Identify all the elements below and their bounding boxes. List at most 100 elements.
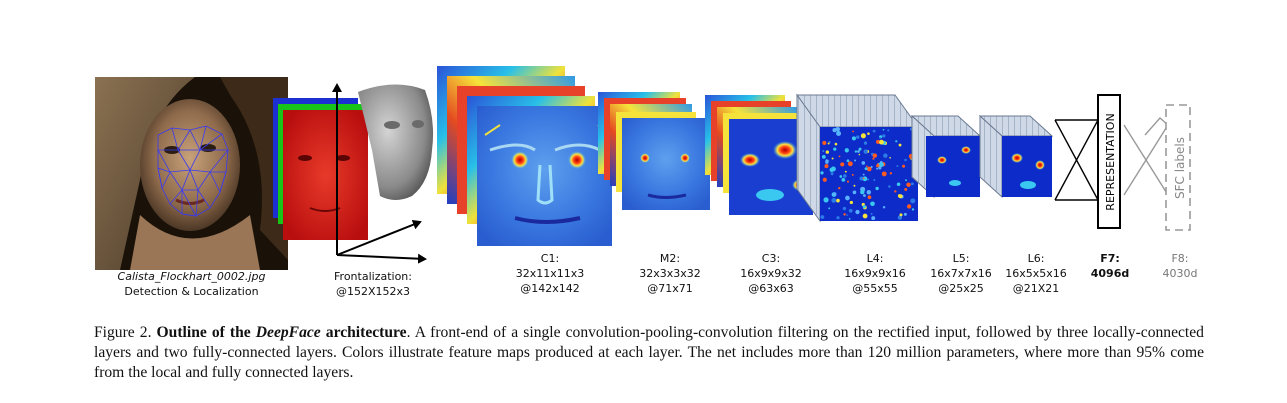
l4-activation-speck: [840, 162, 845, 167]
l4-activation-speck: [828, 140, 831, 144]
frontalization-axes: [332, 83, 427, 264]
l4-activation-speck: [846, 159, 850, 163]
l6-feature-maps: [978, 114, 1054, 199]
l4-activation-speck: [881, 171, 887, 177]
l4-activation-speck: [910, 182, 914, 186]
input-photo: [95, 77, 288, 270]
l4-activation-speck: [831, 157, 834, 160]
l4-activation-speck: [853, 184, 856, 187]
l4-activation-speck: [842, 174, 847, 178]
l4-activation-speck: [866, 165, 868, 168]
l4-activation-speck: [858, 147, 862, 151]
frontalization-title: Frontalization:: [334, 270, 412, 283]
figure-caption: Figure 2. Outline of the DeepFace archit…: [94, 323, 1204, 383]
l4-activation-speck: [822, 150, 825, 153]
layer-label-f7: F7: 4096d: [1080, 251, 1140, 281]
layer-label-l5: L5: 16x7x7x16 @25x25: [921, 251, 1001, 296]
l4-activation-speck: [863, 141, 868, 145]
m2-feature-maps: [598, 92, 710, 210]
l4-activation-speck: [846, 180, 850, 183]
l4-activation-speck: [887, 129, 890, 132]
l4-activation-speck: [870, 165, 873, 168]
layer-dims: 4096d: [1090, 267, 1130, 280]
layer-dims: 32x3x3x32: [639, 267, 701, 280]
l4-activation-speck: [898, 143, 902, 147]
l4-activation-speck: [857, 150, 860, 153]
l4-activation-speck: [860, 133, 866, 139]
l4-activation-speck: [843, 213, 846, 216]
l4-activation-speck: [820, 215, 825, 219]
l4-activation-speck: [830, 172, 834, 176]
aligned-crops: [273, 98, 368, 240]
l6-to-f7-connections: [1054, 119, 1099, 201]
l4-activation-speck: [876, 167, 879, 170]
l4-activation-speck: [829, 167, 834, 172]
l4-activation-speck: [888, 185, 891, 188]
l4-activation-speck: [847, 161, 853, 167]
l4-activation-speck: [844, 170, 847, 173]
l4-activation-speck: [906, 182, 911, 187]
photo-filename: Calista_Flockhart_0002.jpg: [117, 270, 266, 283]
l4-activation-speck: [902, 164, 906, 168]
l4-activation-speck: [838, 186, 841, 190]
l4-feature-maps: [796, 93, 919, 223]
l4-activation-speck: [862, 176, 868, 182]
l4-activation-speck: [821, 154, 826, 159]
input-photo-label: Calista_Flockhart_0002.jpg Detection & L…: [95, 269, 288, 299]
l4-activation-speck: [852, 190, 857, 195]
l4-activation-speck: [863, 194, 866, 197]
l4-activation-speck: [871, 216, 876, 221]
architecture-diagram: REPRESENTATION SFC labels: [95, 66, 1191, 270]
layer-name: L6:: [1027, 252, 1045, 265]
l4-activation-speck: [836, 198, 840, 203]
l4-activation-speck: [875, 186, 879, 191]
l4-activation-speck: [848, 208, 853, 213]
l4-activation-speck: [839, 175, 843, 178]
l4-activation-speck: [911, 208, 915, 211]
l4-activation-speck: [860, 189, 865, 195]
l4-activation-speck: [838, 155, 841, 158]
landmark-mesh: [157, 125, 229, 217]
photo-stage-label: Detection & Localization: [124, 285, 259, 298]
caption-prefix: Figure 2.: [94, 324, 157, 341]
l4-activation-speck: [882, 128, 885, 131]
l4-activation-speck: [822, 177, 827, 182]
layer-size: @63x63: [748, 282, 794, 295]
l4-activation-speck: [854, 150, 858, 153]
caption-bold-end: architecture: [320, 324, 407, 341]
layer-label-c3: C3: 16x9x9x32 @63x63: [731, 251, 811, 296]
l4-activation-speck: [872, 153, 878, 158]
l4-activation-speck: [820, 171, 824, 175]
l4-activation-speck: [851, 136, 856, 141]
l4-activation-speck: [836, 216, 840, 220]
l4-activation-speck: [879, 139, 884, 145]
l4-activation-speck: [849, 200, 853, 205]
l5-feature-maps: [910, 114, 982, 199]
l4-activation-speck: [883, 153, 888, 158]
caption-bold-start: Outline of the: [156, 324, 256, 341]
l4-activation-speck: [851, 173, 854, 176]
l4-activation-speck: [872, 129, 876, 133]
l4-activation-speck: [828, 207, 831, 210]
layer-name: C1:: [540, 252, 560, 265]
layer-name: F8:: [1171, 252, 1189, 265]
l4-activation-speck: [859, 176, 864, 181]
f8-sfc-labels-box: SFC labels: [1165, 104, 1191, 231]
l4-activation-speck: [882, 206, 886, 209]
l4-activation-speck: [845, 195, 850, 201]
l4-activation-speck: [867, 132, 870, 135]
layer-dims: 16x9x9x32: [740, 267, 802, 280]
3d-face-model: [358, 84, 434, 200]
f7-to-f8-connections: [1123, 117, 1169, 196]
l4-activation-speck: [844, 148, 849, 153]
l4-activation-speck: [879, 162, 884, 167]
l4-activation-speck: [904, 188, 908, 191]
l4-activation-speck: [833, 147, 837, 151]
layer-name: M2:: [659, 252, 681, 265]
l4-activation-speck: [855, 209, 860, 215]
l4-activation-speck: [867, 178, 870, 181]
layer-name: F7:: [1100, 252, 1120, 265]
layer-size: @142x142: [520, 282, 580, 295]
layer-label-c1: C1: 32x11x11x3 @142x142: [510, 251, 590, 296]
l4-activation-speck: [834, 142, 838, 146]
